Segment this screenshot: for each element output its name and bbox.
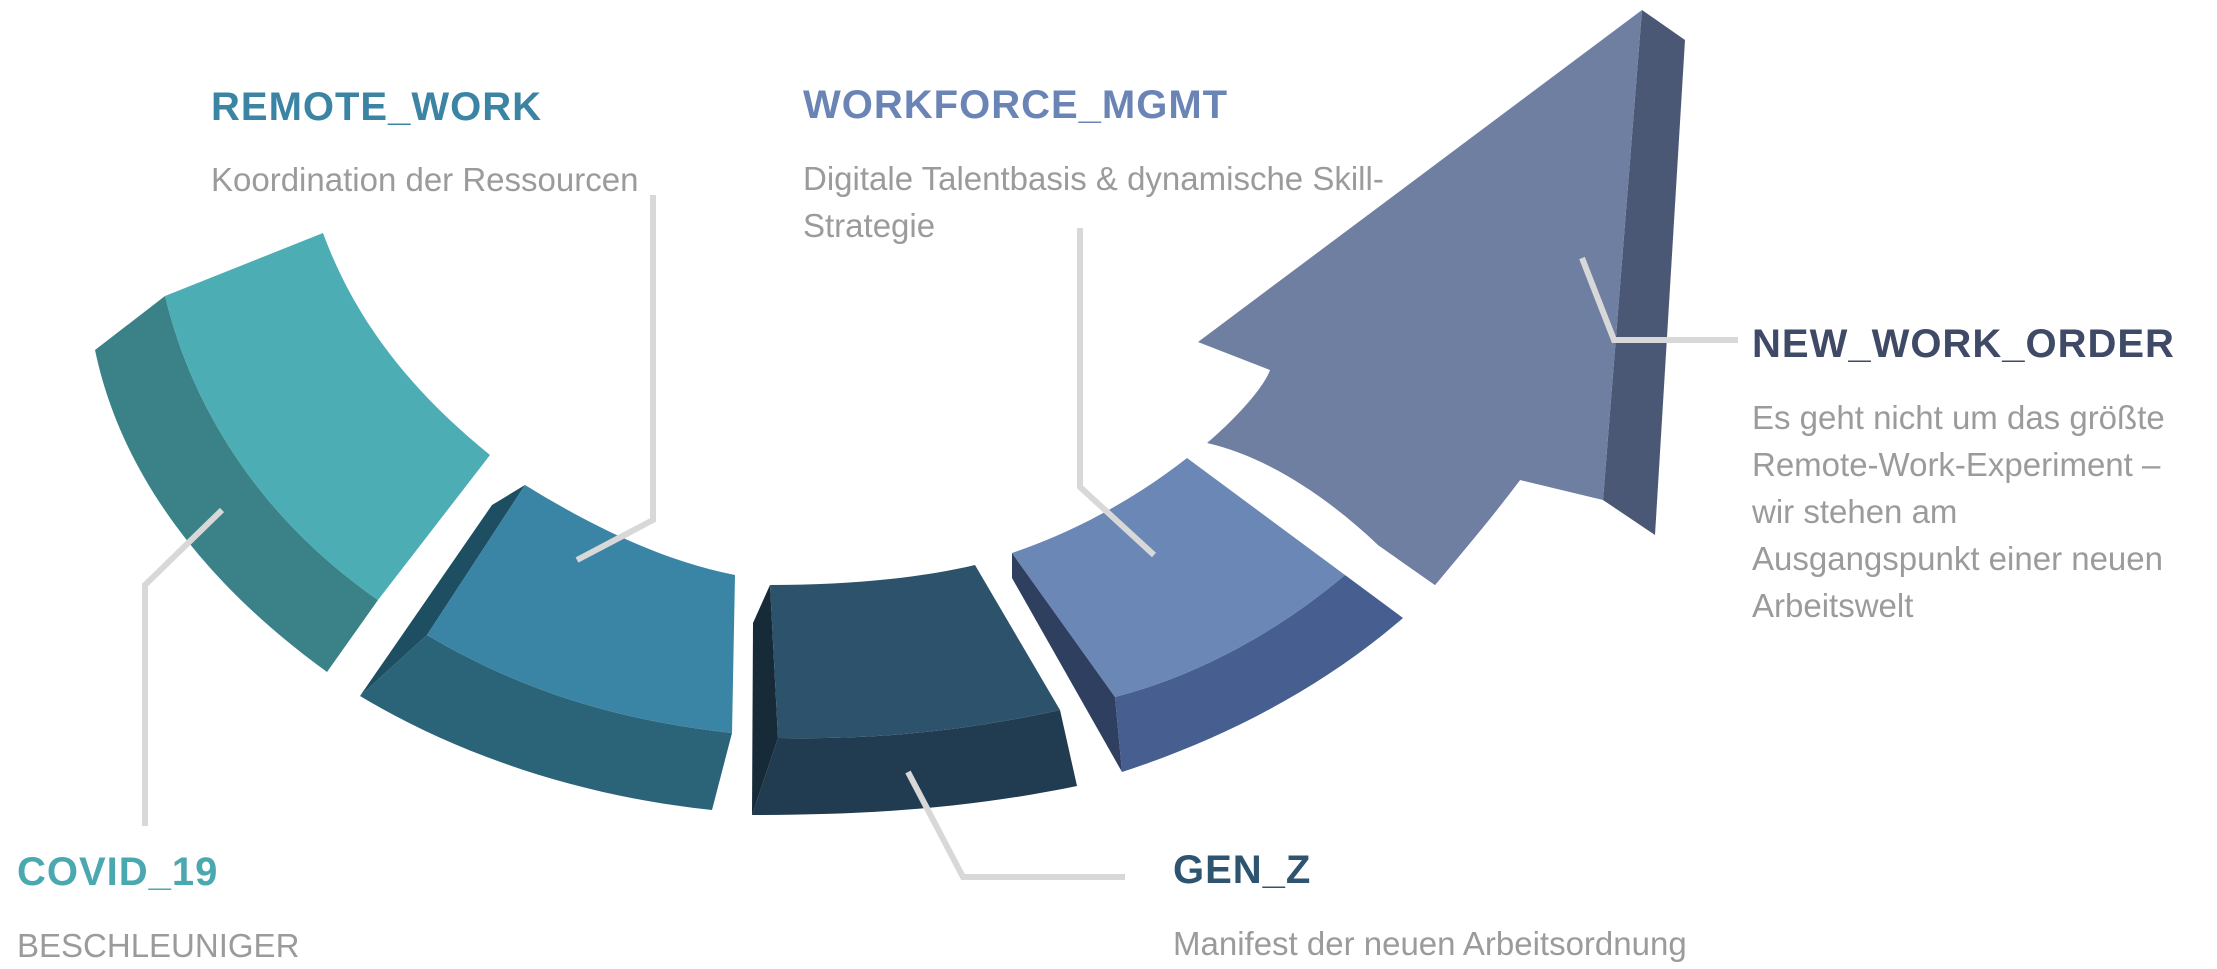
leader-line-gen-z xyxy=(905,770,1125,880)
leader-line-remote-work xyxy=(575,195,656,563)
segment-workforce-mgmt-edge xyxy=(1012,553,1122,772)
stage-description-new-work-order: Es geht nicht um das größte Remote-Work-… xyxy=(1752,399,2165,624)
stage-description-workforce-mgmt: Digitale Talentbasis & dynamische Skill-… xyxy=(803,160,1384,244)
stage-title-covid-19: COVID_19 xyxy=(17,850,219,894)
leader-line-covid-19 xyxy=(142,507,225,826)
segment-covid-19-side xyxy=(95,296,378,672)
stage-description-covid-19: BESCHLEUNIGER xyxy=(17,927,300,964)
segment-new-work-order xyxy=(1198,10,1685,585)
segment-gen-z xyxy=(752,565,1077,815)
arrow-face xyxy=(1198,10,1642,585)
segment-gen-z-side xyxy=(752,710,1077,815)
leader-line-new-work-order xyxy=(1579,256,1738,343)
stage-description-gen-z: Manifest der neuen Arbeitsordnung xyxy=(1173,925,1687,962)
segment-workforce-mgmt xyxy=(1012,458,1403,772)
segment-remote-work-side xyxy=(360,635,732,810)
arrow-right-side xyxy=(1603,10,1685,535)
segment-remote-work-face xyxy=(427,485,735,733)
stage-description-remote-work: Koordination der Ressourcen xyxy=(211,161,639,198)
segment-gen-z-edge xyxy=(752,585,778,815)
segment-remote-work xyxy=(360,485,735,810)
stage-title-new-work-order: NEW_WORK_ORDER xyxy=(1752,322,2175,366)
segment-covid-19-face xyxy=(165,233,490,600)
segment-covid-19 xyxy=(95,233,490,672)
segment-remote-work-edge xyxy=(360,485,525,696)
leader-line-workforce-mgmt xyxy=(1077,228,1157,558)
segment-workforce-mgmt-face xyxy=(1012,458,1345,697)
segment-workforce-mgmt-side xyxy=(1115,575,1403,772)
segment-gen-z-face xyxy=(770,565,1060,739)
stage-title-gen-z: GEN_Z xyxy=(1173,848,1312,892)
stage-title-remote-work: REMOTE_WORK xyxy=(211,85,542,129)
stage-title-workforce-mgmt: WORKFORCE_MGMT xyxy=(803,83,1229,127)
